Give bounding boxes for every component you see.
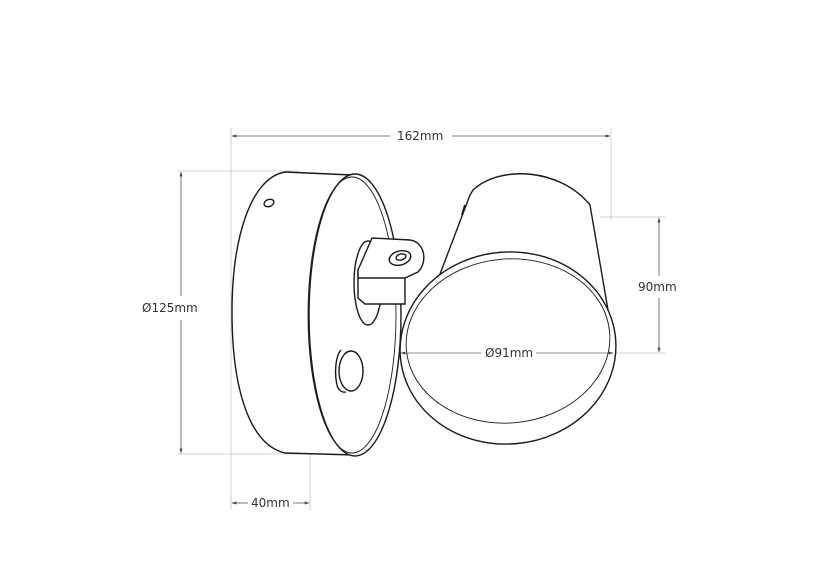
base-depth-label: 40mm — [248, 496, 293, 510]
pivot-bracket — [357, 237, 425, 305]
extension-lines — [178, 128, 665, 510]
base-mount — [231, 171, 402, 457]
overall-width-label: 162mm — [394, 129, 447, 143]
head-length-label: 90mm — [635, 280, 680, 294]
head-diameter-label: Ø91mm — [482, 346, 537, 360]
base-diameter-label: Ø125mm — [139, 301, 201, 315]
lamp-head — [399, 173, 617, 445]
